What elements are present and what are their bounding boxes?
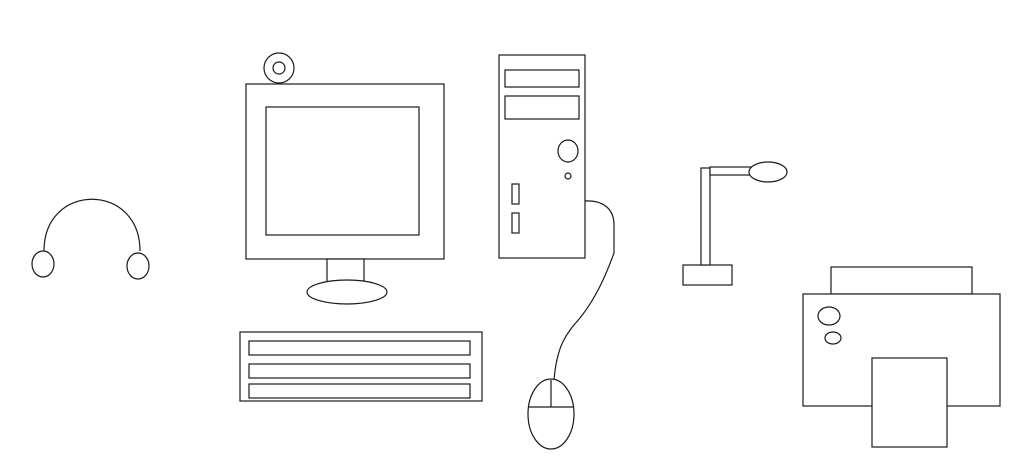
keyboard-key-row-1 [248, 340, 471, 356]
doccam-base [682, 264, 733, 286]
keyboard-icon [239, 331, 483, 402]
printer-button-1 [817, 306, 841, 326]
headphones-icon [31, 198, 150, 280]
doccam-arm [709, 166, 752, 176]
tower-usb-port-1 [511, 183, 520, 205]
mouse-icon [527, 378, 575, 450]
keyboard-key-row-2 [248, 363, 471, 379]
printer-icon [802, 266, 1001, 448]
printer-button-2 [824, 331, 842, 345]
tower-usb-port-2 [511, 212, 520, 234]
document-camera-icon [682, 161, 788, 286]
doccam-pole [700, 167, 711, 266]
monitor-screen [265, 106, 420, 236]
mouse-cable [553, 200, 615, 381]
monitor-icon [245, 83, 445, 305]
keyboard-key-row-3 [248, 383, 471, 399]
tower-case-icon [498, 54, 586, 259]
webcam-lens [272, 61, 286, 75]
headphones-band [43, 198, 141, 252]
printer-paper-feed [830, 266, 973, 295]
tower-drive-bay-2 [504, 95, 580, 120]
tower-power-led [564, 172, 572, 180]
webcam-icon [263, 52, 295, 84]
headphones-right-cup [126, 252, 150, 280]
tower-power-button [557, 139, 579, 163]
doccam-head [748, 161, 788, 183]
headphones-left-cup [31, 250, 55, 278]
monitor-base [306, 279, 388, 305]
mouse-body [527, 378, 575, 450]
printer-output-tray [871, 357, 948, 448]
tower-drive-bay-1 [504, 69, 580, 88]
